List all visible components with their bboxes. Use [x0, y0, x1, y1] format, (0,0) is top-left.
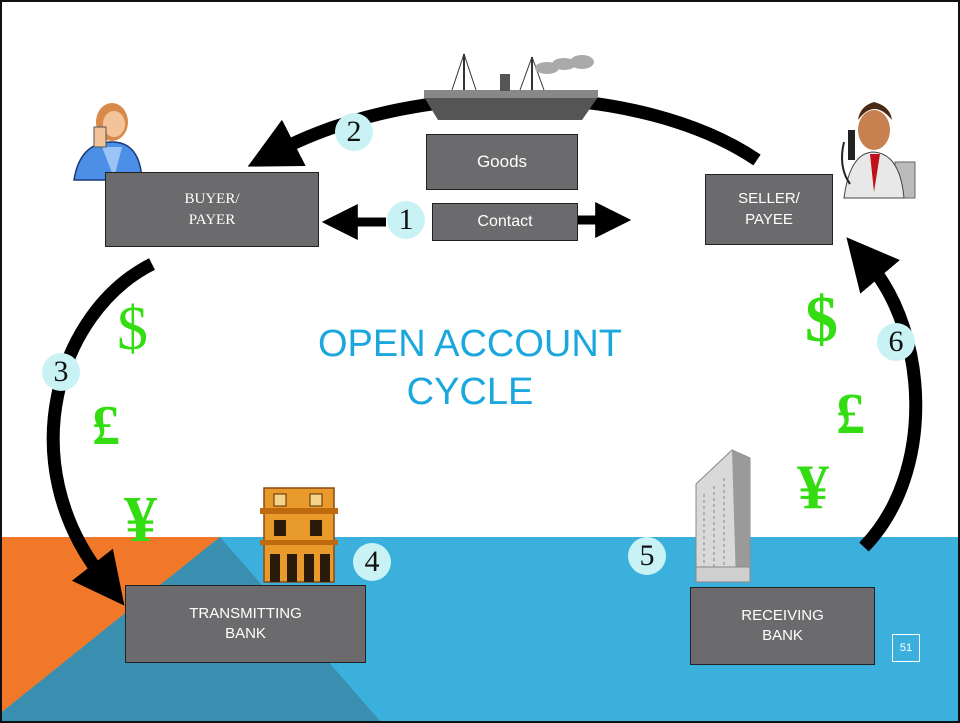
- buyer-payer-box: BUYER/ PAYER: [105, 172, 319, 247]
- seller-payee-label: SELLER/ PAYEE: [738, 190, 800, 228]
- step-2-badge: 2: [335, 113, 373, 151]
- buyer-payer-label: BUYER/ PAYER: [184, 191, 240, 228]
- businessman-on-phone-icon: [841, 102, 916, 199]
- arrow-buyer-to-bank: [46, 258, 155, 606]
- goods-label: Goods: [476, 151, 528, 171]
- brick-building-icon: [260, 487, 338, 583]
- step-1-badge: 1: [387, 201, 425, 239]
- step-3-badge: 3: [42, 353, 80, 391]
- title-line-1: OPEN ACCOUNT: [317, 323, 623, 365]
- transmitting-bank-label: TRANSMITTING BANK: [189, 604, 302, 642]
- yen-symbol-right: ¥: [797, 451, 829, 522]
- arrow-bank-to-seller: [846, 237, 923, 552]
- pound-symbol-right: £: [836, 381, 865, 446]
- office-tower-icon: [695, 449, 751, 583]
- dollar-symbol-left: $: [117, 295, 148, 363]
- contact-label: Contact: [477, 213, 533, 231]
- yen-symbol-left: ¥: [124, 483, 157, 556]
- step-5-badge: 5: [628, 537, 666, 575]
- dollar-symbol-right: $: [805, 283, 838, 356]
- seller-payee-box: SELLER/ PAYEE: [705, 174, 833, 245]
- receiving-bank-box: RECEIVING BANK: [690, 587, 875, 665]
- goods-box: Goods: [426, 134, 578, 190]
- receiving-bank-label: RECEIVING BANK: [741, 606, 824, 644]
- step-4-badge: 4: [353, 543, 391, 581]
- page-number: 51: [892, 634, 920, 662]
- step-6-badge: 6: [877, 323, 915, 361]
- contact-box: Contact: [432, 203, 578, 241]
- person-on-phone-icon: [73, 103, 143, 181]
- title-line-2: CYCLE: [406, 371, 534, 413]
- transmitting-bank-box: TRANSMITTING BANK: [125, 585, 366, 663]
- diagram-title: OPEN ACCOUNT CYCLE: [302, 320, 638, 416]
- cargo-ship-icon: [424, 53, 598, 120]
- pound-symbol-left: £: [92, 395, 120, 457]
